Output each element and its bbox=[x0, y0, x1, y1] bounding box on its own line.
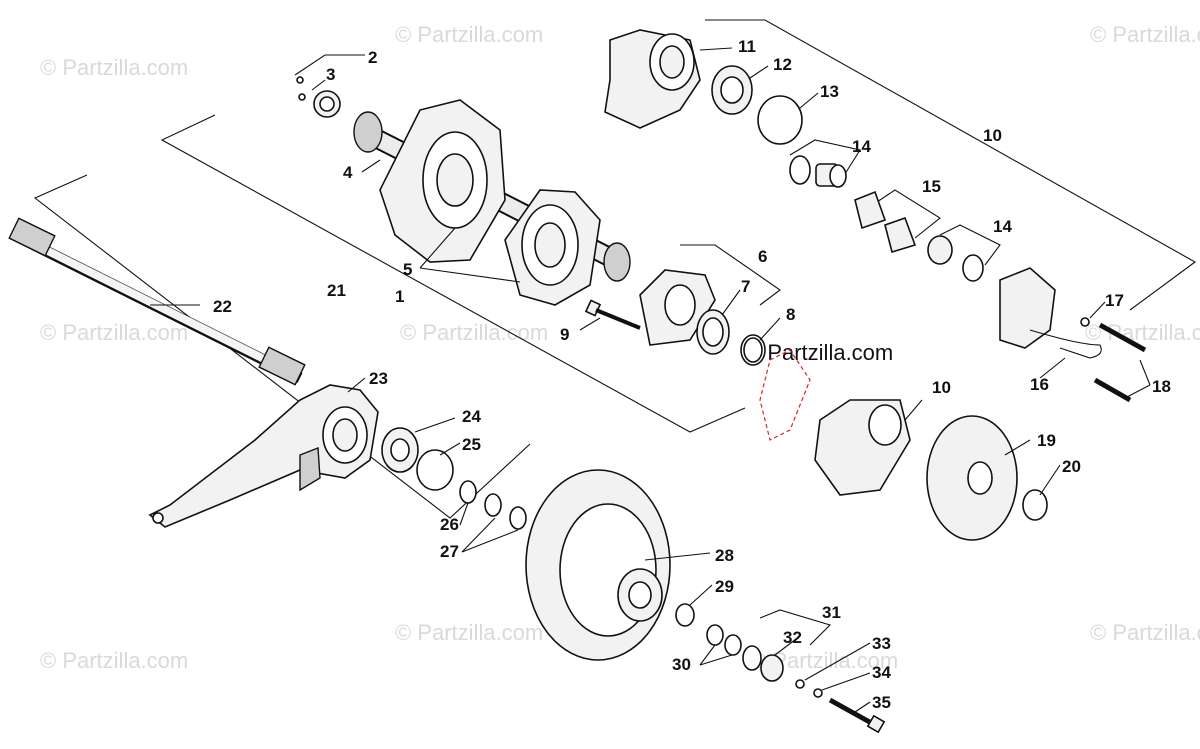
callout-33: 33 bbox=[872, 634, 891, 653]
callout-7: 7 bbox=[741, 277, 750, 296]
bearing-24 bbox=[381, 427, 419, 473]
bushing-14-lower bbox=[927, 235, 984, 282]
callout-13: 13 bbox=[820, 82, 839, 101]
callout-16: 16 bbox=[1030, 375, 1049, 394]
callout-23: 23 bbox=[369, 369, 388, 388]
brake-disc bbox=[926, 415, 1048, 541]
ring-13 bbox=[757, 95, 803, 145]
callout-28: 28 bbox=[715, 546, 734, 565]
ring-25 bbox=[416, 449, 454, 491]
callout-18: 18 bbox=[1152, 377, 1171, 396]
driven-sprocket bbox=[525, 469, 671, 661]
callout-30: 30 bbox=[672, 655, 691, 674]
callout-15: 15 bbox=[922, 177, 941, 196]
caliper-lower bbox=[759, 349, 911, 496]
callout-9: 9 bbox=[560, 325, 569, 344]
callout-24: 24 bbox=[462, 407, 481, 426]
watermark: © Partzilla.com bbox=[1090, 620, 1200, 645]
callout-4: 4 bbox=[343, 163, 353, 182]
callout-6: 6 bbox=[758, 247, 767, 266]
watermark: © Partzilla.com bbox=[395, 22, 543, 47]
callout-8: 8 bbox=[786, 305, 795, 324]
group-brackets bbox=[33, 19, 1197, 646]
callout-22: 22 bbox=[213, 297, 232, 316]
watermark: © Partzilla.com bbox=[1085, 320, 1200, 345]
bolts-18 bbox=[1093, 322, 1147, 403]
bearing-cap bbox=[296, 76, 341, 118]
rings-29-30 bbox=[675, 603, 742, 656]
callout-5: 5 bbox=[403, 260, 412, 279]
callout-29: 29 bbox=[715, 577, 734, 596]
bushing-14-upper bbox=[789, 155, 847, 188]
callout-35: 35 bbox=[872, 693, 891, 712]
watermark: © Partzilla.com bbox=[400, 320, 548, 345]
callout-14-upper: 14 bbox=[852, 137, 871, 156]
callout-12: 12 bbox=[773, 55, 792, 74]
callout-19: 19 bbox=[1037, 431, 1056, 450]
washers-26-27 bbox=[459, 480, 527, 530]
watermark: © Partzilla.com bbox=[395, 620, 543, 645]
caliper-housing-upper bbox=[604, 29, 701, 129]
callout-labels: 1 2 3 4 5 6 7 8 9 10 10 11 12 13 14 14 1… bbox=[213, 37, 1171, 712]
bolt-9 bbox=[584, 299, 641, 330]
watermark-center: © Partzilla.com bbox=[745, 340, 893, 365]
leader-lines bbox=[150, 47, 1151, 713]
brake-pads bbox=[854, 190, 917, 254]
callout-34: 34 bbox=[872, 663, 891, 682]
callout-20: 20 bbox=[1062, 457, 1081, 476]
callout-25: 25 bbox=[462, 435, 481, 454]
watermark: © Partzilla.com bbox=[40, 320, 188, 345]
callout-3: 3 bbox=[326, 65, 335, 84]
caliper-outer bbox=[999, 267, 1102, 359]
callout-17: 17 bbox=[1105, 291, 1124, 310]
drive-axle bbox=[353, 99, 631, 306]
watermark: © Partzilla.com bbox=[40, 55, 188, 80]
callout-11: 11 bbox=[738, 37, 756, 56]
callout-10-upper: 10 bbox=[983, 126, 1002, 145]
drive-shaft bbox=[8, 217, 306, 386]
watermark: © Partzilla.com bbox=[40, 648, 188, 673]
callout-31: 31 bbox=[822, 603, 841, 622]
callout-14-lower: 14 bbox=[993, 217, 1012, 236]
callout-10-lower: 10 bbox=[932, 378, 951, 397]
bearing-12 bbox=[711, 65, 753, 115]
fasteners-31-35 bbox=[742, 645, 886, 734]
chaincase-arm bbox=[148, 384, 379, 528]
callout-1: 1 bbox=[395, 287, 404, 306]
callout-32: 32 bbox=[783, 628, 802, 647]
watermark: © Partzilla.com bbox=[1090, 22, 1200, 47]
callout-2: 2 bbox=[368, 48, 377, 67]
callout-26: 26 bbox=[440, 515, 459, 534]
callout-21: 21 bbox=[327, 281, 346, 300]
callout-27: 27 bbox=[440, 542, 459, 561]
bearing-flange bbox=[639, 269, 766, 366]
